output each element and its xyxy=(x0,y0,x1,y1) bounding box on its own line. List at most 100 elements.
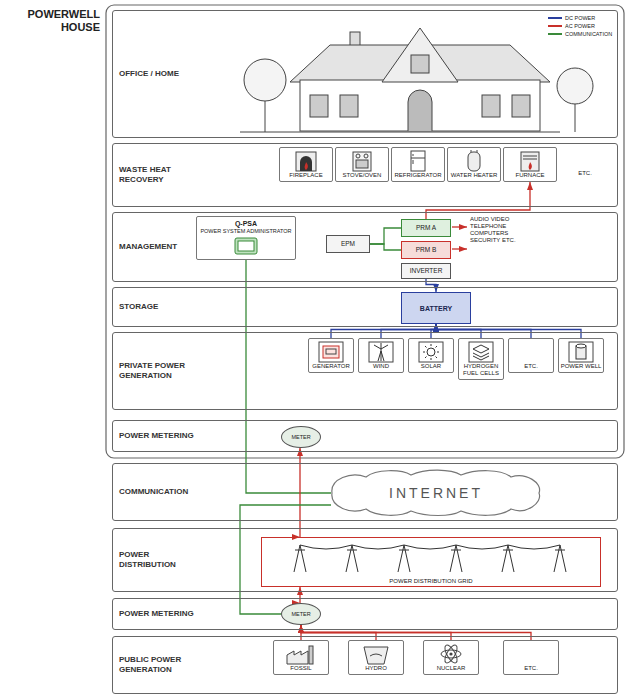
device-box: GENERATOR xyxy=(308,338,354,373)
etc-icon xyxy=(510,341,552,363)
device-box: ETC. xyxy=(508,338,554,373)
node-label: FIREPLACE xyxy=(281,172,331,179)
box-node: PRM B xyxy=(401,241,451,259)
node-label: WIND xyxy=(360,363,402,370)
legend-row: COMMUNICATION xyxy=(548,30,616,38)
legend-label: AC POWER xyxy=(565,23,595,29)
batt-node: BATTERY xyxy=(401,292,471,324)
node-label: FURNACE xyxy=(505,172,555,179)
connector xyxy=(426,182,530,219)
layer-band: OFFICE / HOME xyxy=(112,10,618,138)
house-frame xyxy=(106,5,624,458)
node-label: ETC. xyxy=(505,665,557,672)
device-box: WATER HEATER xyxy=(447,147,501,182)
solar-icon xyxy=(410,341,452,363)
node-label: INVERTER xyxy=(410,267,443,275)
node-label: INTERNET xyxy=(389,485,483,501)
etc-icon xyxy=(505,643,557,665)
meter-node: METER xyxy=(281,603,321,625)
house-drawing xyxy=(240,28,593,132)
layer-band: PUBLIC POWER GENERATION FOSSIL HYDRO NUCLEA… xyxy=(112,636,618,694)
band-label: PRIVATE POWER GENERATION xyxy=(119,361,195,381)
wind-icon xyxy=(360,341,402,363)
legend-swatch xyxy=(548,17,562,19)
note-label: ETC. xyxy=(568,170,602,177)
fuel-icon xyxy=(460,341,502,363)
device-box: FURNACE xyxy=(503,147,557,182)
device-box: ETC. xyxy=(503,640,559,675)
output-arrow xyxy=(452,226,467,227)
note-label: AUDIO VIDEO TELEPHONE COMPUTERS SECURITY… xyxy=(470,216,536,244)
node-label: NUCLEAR xyxy=(425,665,477,672)
layer-band: POWER DISTRIBUTIONPOWER DISTRIBUTION GRI… xyxy=(112,528,618,592)
legend-swatch xyxy=(548,25,562,27)
node-label: FOSSIL xyxy=(275,665,327,672)
well-icon xyxy=(560,341,602,363)
band-label: POWER METERING xyxy=(119,609,195,619)
device-box: HYDRO xyxy=(348,640,404,675)
box-node: INVERTER xyxy=(401,263,451,279)
band-label: MANAGEMENT xyxy=(119,242,195,252)
node-label: REFRIGERATOR xyxy=(393,172,443,179)
legend-row: DC POWER xyxy=(548,14,616,22)
device-box: NUCLEAR xyxy=(423,640,479,675)
node-label: ETC. xyxy=(510,363,552,370)
node-label: METER xyxy=(291,611,310,617)
device-box: HYDROGEN FUEL CELLS xyxy=(458,338,504,380)
device-box: FOSSIL xyxy=(273,640,329,675)
legend-label: COMMUNICATION xyxy=(565,31,612,37)
node-label: WATER HEATER xyxy=(449,172,499,179)
legend-row: AC POWER xyxy=(548,22,616,30)
gen-icon xyxy=(310,341,352,363)
connector xyxy=(370,228,401,244)
fire-icon xyxy=(281,150,331,172)
connector xyxy=(426,279,436,292)
fossil-icon xyxy=(275,643,327,665)
layer-band: POWER METERING METER xyxy=(112,420,618,452)
device-box: FIREPLACE xyxy=(279,147,333,182)
power-towers xyxy=(294,545,566,572)
band-label: COMMUNICATION xyxy=(119,487,195,497)
device-box: Q-PSAPOWER SYSTEM ADMINISTRATOR xyxy=(196,216,296,260)
legend: DC POWERAC POWER COMMUNICATION xyxy=(548,14,616,38)
node-label: POWER WELL xyxy=(560,363,602,370)
connector xyxy=(370,244,401,250)
layer-band: STORAGE BATTERY xyxy=(112,287,618,327)
layer-band: WASTE HEAT RECOVERYFIREPLACESTOVE/OVENRE… xyxy=(112,143,618,207)
nuclear-icon xyxy=(425,643,477,665)
band-label: PUBLIC POWER GENERATION xyxy=(119,655,195,675)
node-label: EPM xyxy=(341,240,355,248)
node-label: STOVE/OVEN xyxy=(337,172,387,179)
legend-swatch xyxy=(548,33,562,35)
connector xyxy=(301,625,531,640)
device-box: STOVE/OVEN xyxy=(335,147,389,182)
grid-node: POWER DISTRIBUTION GRID xyxy=(261,537,601,587)
device-box: WIND xyxy=(358,338,404,373)
fridge-icon xyxy=(393,150,443,172)
band-label: OFFICE / HOME xyxy=(119,69,195,79)
layer-band: COMMUNICATION INTERNET xyxy=(112,463,618,521)
box-node: PRM A xyxy=(401,219,451,237)
connector xyxy=(299,587,300,603)
heater-icon xyxy=(449,150,499,172)
device-box: REFRIGERATOR xyxy=(391,147,445,182)
hydro-icon xyxy=(350,643,402,665)
layer-band: PRIVATE POWER GENERATION GENERATOR WIND SOL… xyxy=(112,332,618,410)
box-node: EPM xyxy=(326,235,370,253)
layer-band: MANAGEMENTQ-PSAPOWER SYSTEM ADMINISTRATO… xyxy=(112,212,618,282)
connector xyxy=(299,448,300,537)
device-box: SOLAR xyxy=(408,338,454,373)
band-label: STORAGE xyxy=(119,302,195,312)
qpsa-icon xyxy=(198,235,294,257)
cloud-node: INTERNET xyxy=(331,469,541,517)
band-label: POWER METERING xyxy=(119,431,195,441)
node-label: GENERATOR xyxy=(310,363,352,370)
furnace-icon xyxy=(505,150,555,172)
node-label: POWER SYSTEM ADMINISTRATOR xyxy=(198,228,294,235)
device-box: POWER WELL xyxy=(558,338,604,373)
node-label: SOLAR xyxy=(410,363,452,370)
node-label: PRM A xyxy=(416,224,436,232)
node-label: HYDROGEN FUEL CELLS xyxy=(460,363,502,377)
node-label: METER xyxy=(291,434,310,440)
stove-icon xyxy=(337,150,387,172)
